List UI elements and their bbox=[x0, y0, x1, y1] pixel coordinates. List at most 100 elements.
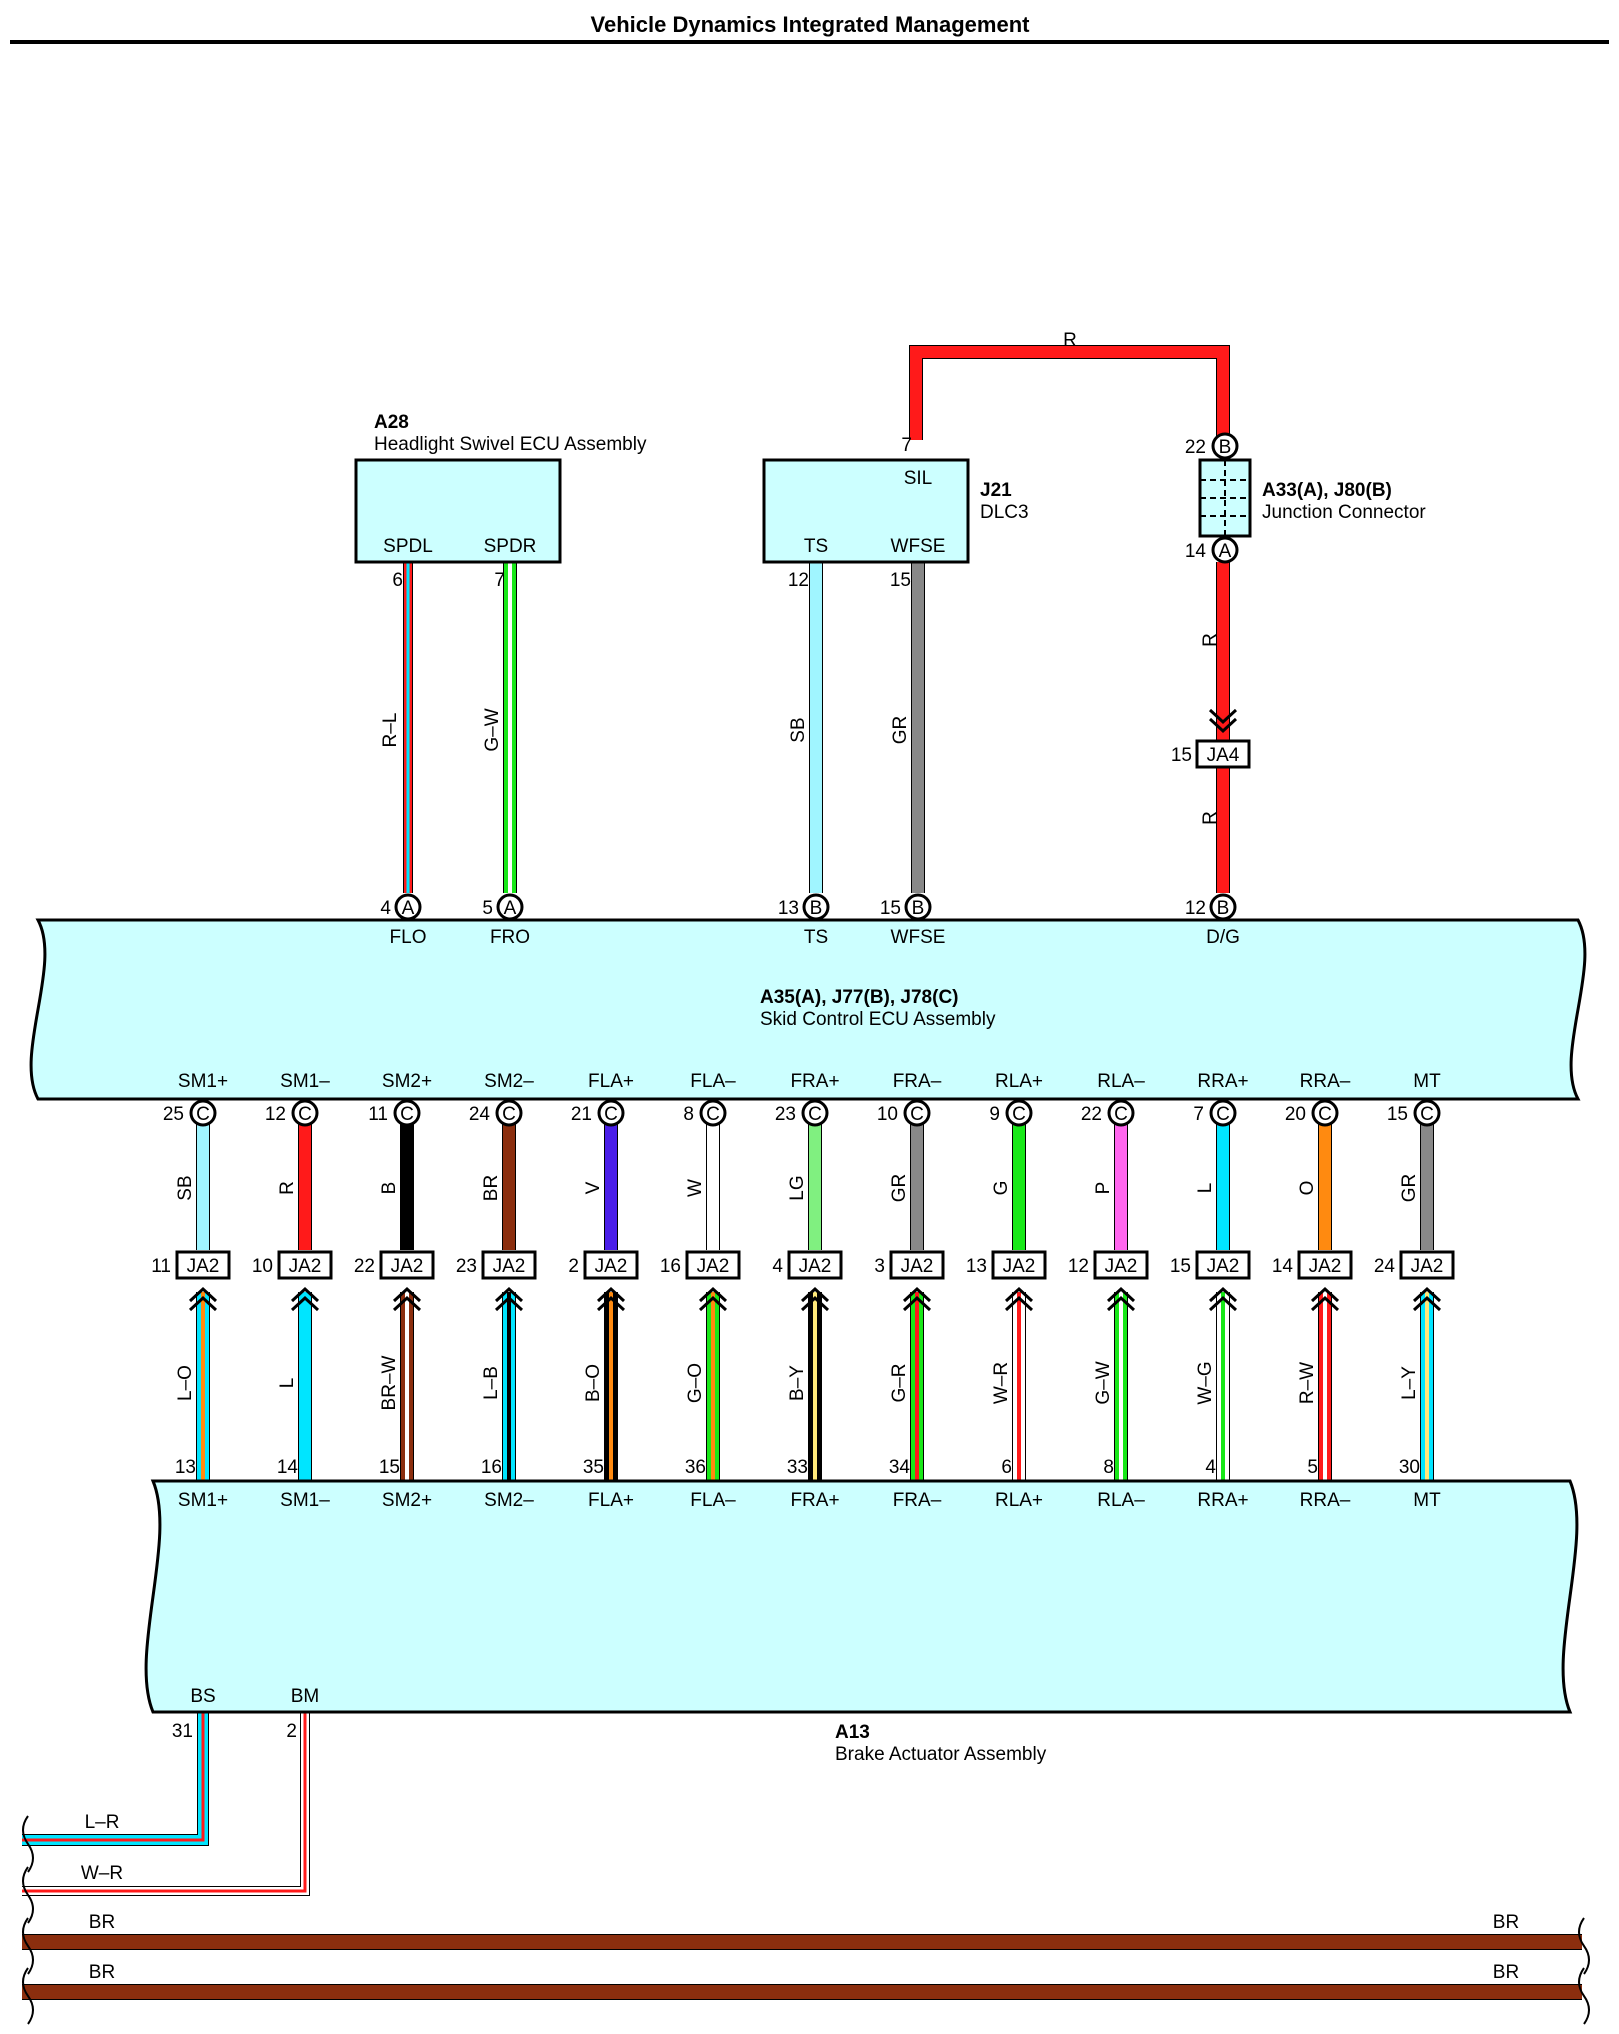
ja2-pin-1: 10 bbox=[252, 1256, 273, 1277]
skid-bottom-conn-12-circle bbox=[1413, 1099, 1441, 1127]
ja2-4-box bbox=[583, 1250, 639, 1280]
lower-lower-label-10: W–G bbox=[1195, 1361, 1216, 1404]
skid-bottom-name-6: FRA+ bbox=[790, 1071, 839, 1092]
act-pin-2: 15 bbox=[379, 1457, 400, 1478]
upper-lower-label-0: SB bbox=[175, 1175, 196, 1200]
skid-bottom-conn-3-letter: C bbox=[502, 1104, 516, 1125]
j21-code: J21 bbox=[980, 480, 1012, 501]
a13-bm-name: BM bbox=[291, 1686, 320, 1707]
ja2-chevron-11 bbox=[1310, 1286, 1340, 1312]
act-pin-6: 33 bbox=[787, 1457, 808, 1478]
skid-bottom-pin-6: 23 bbox=[775, 1104, 796, 1125]
ground-right-label-0: BR bbox=[1493, 1912, 1519, 1933]
ja2-0-label: JA2 bbox=[187, 1256, 220, 1277]
skid-bottom-conn-5-letter: C bbox=[706, 1104, 720, 1125]
ja2-5-label: JA2 bbox=[697, 1256, 730, 1277]
skid-bottom-name-10: RRA+ bbox=[1197, 1071, 1248, 1092]
skid-bottom-conn-5-circle bbox=[699, 1099, 727, 1127]
a28-code: A28 bbox=[374, 412, 409, 433]
ja2-8-box bbox=[991, 1250, 1047, 1280]
act-name-3: SM2– bbox=[484, 1490, 534, 1511]
skid-bottom-conn-10-letter: C bbox=[1216, 1104, 1230, 1125]
wire-bs-stripe bbox=[22, 1712, 205, 1842]
ja2-pin-10: 15 bbox=[1170, 1256, 1191, 1277]
ja2-1-label: JA2 bbox=[289, 1256, 322, 1277]
ja2-2-label: JA2 bbox=[391, 1256, 424, 1277]
skid-top-pin-2: 13 bbox=[778, 898, 799, 919]
a33-pin-bottom-letter: A bbox=[1219, 541, 1232, 562]
top-wire-r-outline bbox=[909, 345, 1230, 440]
lower-lower-label-5: G–O bbox=[685, 1363, 706, 1403]
lower-lower-label-8: W–R bbox=[991, 1362, 1012, 1404]
ja2-3-label: JA2 bbox=[493, 1256, 526, 1277]
skid-bottom-conn-4-letter: C bbox=[604, 1104, 618, 1125]
skid-top-conn-2-letter: B bbox=[810, 898, 823, 919]
ground-left-label-1: BR bbox=[89, 1962, 115, 1983]
top-wire-label: R bbox=[1063, 330, 1077, 351]
ja2-7-box bbox=[889, 1250, 945, 1280]
a28-pin-spdr: SPDR bbox=[484, 536, 537, 557]
lower-lower-label-11: R–W bbox=[1297, 1362, 1318, 1404]
skid-top-conn-3-circle bbox=[904, 893, 932, 921]
skid-bottom-conn-1-circle bbox=[291, 1099, 319, 1127]
skid-bottom-pin-9: 22 bbox=[1081, 1104, 1102, 1125]
upper-lower-label-11: O bbox=[1297, 1181, 1318, 1196]
skid-bottom-conn-12-letter: C bbox=[1420, 1104, 1434, 1125]
ja2-chevron-0 bbox=[188, 1286, 218, 1312]
lower-lower-label-0: L–O bbox=[175, 1365, 196, 1401]
upper-src-pin-3: 15 bbox=[890, 570, 911, 591]
skid-bottom-name-3: SM2– bbox=[484, 1071, 534, 1092]
act-pin-9: 8 bbox=[1103, 1457, 1114, 1478]
wire-bm-outline bbox=[22, 1712, 310, 1896]
skid-bottom-pin-0: 25 bbox=[163, 1104, 184, 1125]
ja2-4-label: JA2 bbox=[595, 1256, 628, 1277]
upper-lower-label-4: V bbox=[583, 1181, 604, 1194]
a13-box bbox=[144, 1479, 1579, 1714]
ja2-chevron-5 bbox=[698, 1286, 728, 1312]
break-left-3 bbox=[22, 1967, 34, 2025]
skid-top-conn-3-letter: B bbox=[912, 898, 925, 919]
a33-code: A33(A), J80(B) bbox=[1262, 480, 1392, 501]
upper-src-pin-0: 6 bbox=[392, 570, 403, 591]
lower-lower-label-2: BR–W bbox=[379, 1355, 400, 1410]
act-name-8: RLA+ bbox=[995, 1490, 1043, 1511]
ja2-pin-5: 16 bbox=[660, 1256, 681, 1277]
a13-bm-pin: 2 bbox=[286, 1721, 297, 1742]
skid-bottom-pin-7: 10 bbox=[877, 1104, 898, 1125]
ja2-pin-4: 2 bbox=[568, 1256, 579, 1277]
ja2-chevron-3 bbox=[494, 1286, 524, 1312]
ja2-12-box bbox=[1399, 1250, 1455, 1280]
upper-wire-label-r-bottom: R bbox=[1200, 811, 1221, 825]
skid-bottom-name-2: SM2+ bbox=[382, 1071, 432, 1092]
upper-wire-label-r-top: R bbox=[1200, 633, 1221, 647]
upper-lower-label-10: L bbox=[1195, 1183, 1216, 1194]
skid-code: A35(A), J77(B), J78(C) bbox=[760, 987, 959, 1008]
ja2-chevron-12 bbox=[1412, 1286, 1442, 1312]
ja2-pin-7: 3 bbox=[874, 1256, 885, 1277]
skid-bottom-conn-9-letter: C bbox=[1114, 1104, 1128, 1125]
ja2-pin-3: 23 bbox=[456, 1256, 477, 1277]
skid-bottom-pin-4: 21 bbox=[571, 1104, 592, 1125]
j21-box bbox=[762, 458, 970, 564]
a33-pin-bottom-circle bbox=[1211, 536, 1239, 564]
wires-layer bbox=[22, 345, 1582, 2000]
skid-bottom-name-0: SM1+ bbox=[178, 1071, 228, 1092]
ja2-pin-8: 13 bbox=[966, 1256, 987, 1277]
skid-bottom-conn-6-letter: C bbox=[808, 1104, 822, 1125]
skid-top-conn-1-letter: A bbox=[504, 898, 517, 919]
ja2-1-box bbox=[277, 1250, 333, 1280]
ja2-10-label: JA2 bbox=[1207, 1256, 1240, 1277]
skid-bottom-conn-11-circle bbox=[1311, 1099, 1339, 1127]
upper-lower-label-6: LG bbox=[787, 1175, 808, 1200]
upper-lower-label-3: BR bbox=[481, 1175, 502, 1201]
ground-right-label-1: BR bbox=[1493, 1962, 1519, 1983]
skid-bottom-name-9: RLA– bbox=[1097, 1071, 1145, 1092]
components-layer bbox=[29, 458, 1587, 1714]
j21-pin-sil: SIL bbox=[904, 468, 933, 489]
skid-top-name-0: FLO bbox=[390, 927, 427, 948]
lower-lower-label-6: B–Y bbox=[787, 1365, 808, 1401]
ja2-2-box bbox=[379, 1250, 435, 1280]
skid-bottom-pin-11: 20 bbox=[1285, 1104, 1306, 1125]
ja2-5-box bbox=[685, 1250, 741, 1280]
upper-lower-label-7: GR bbox=[889, 1174, 910, 1203]
